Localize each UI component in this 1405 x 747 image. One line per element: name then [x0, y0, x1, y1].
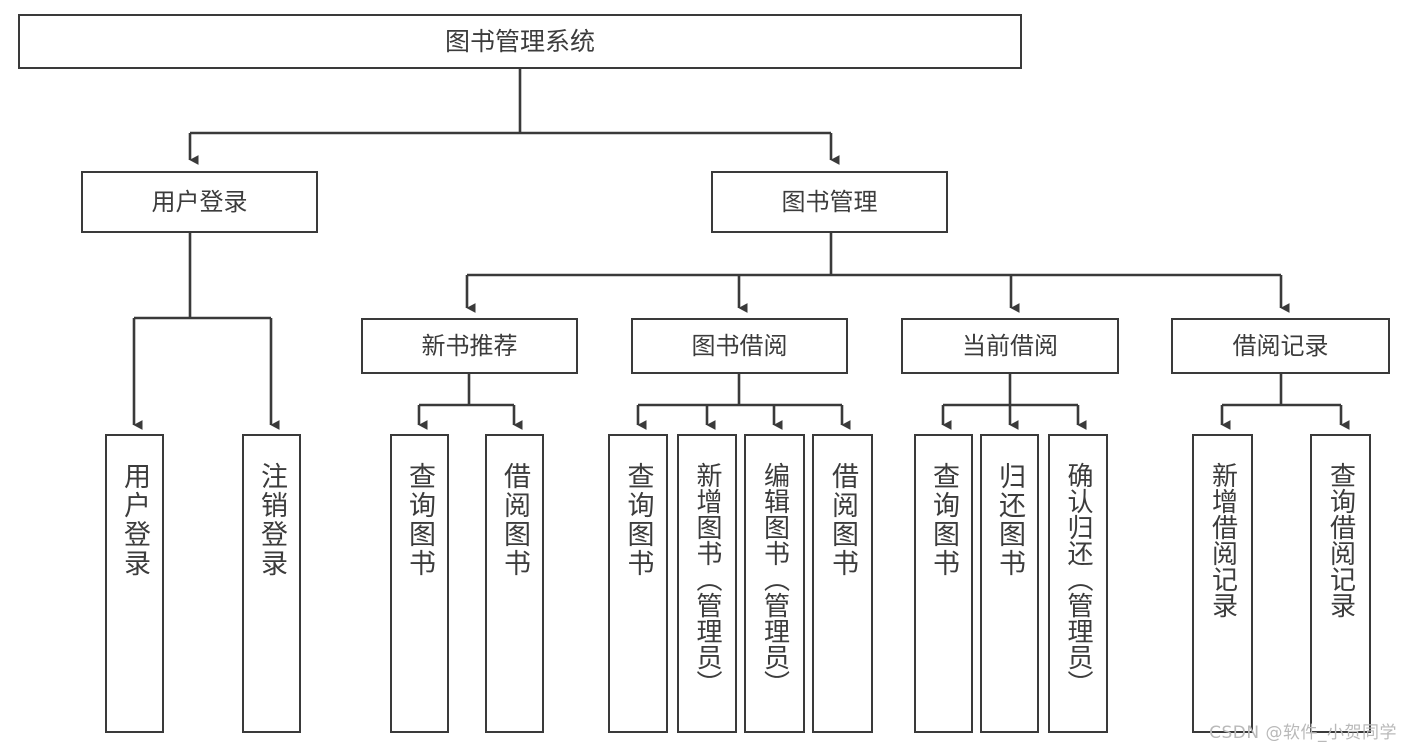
node-new-book-recommend[interactable]: 新书推荐 [361, 318, 578, 374]
node-label: 图书管理系统 [444, 26, 595, 56]
node-label: 查询图书 [928, 462, 959, 578]
node-root-system[interactable]: 图书管理系统 [18, 14, 1022, 69]
node-label: 用户登录 [151, 187, 248, 216]
node-label: 图书管理 [781, 187, 878, 216]
node-label: 当前借阅 [962, 331, 1058, 360]
node-label: 新增图书（管理员） [692, 462, 722, 696]
node-label: 注销登录 [256, 462, 287, 578]
node-leaf-borrow-book-1[interactable]: 借阅图书 [485, 434, 544, 733]
node-label: 确认归还（管理员） [1063, 462, 1093, 696]
node-label: 查询图书 [622, 462, 654, 578]
node-leaf-query-record[interactable]: 查询借阅记录 [1310, 434, 1371, 733]
node-borrow-record[interactable]: 借阅记录 [1171, 318, 1390, 374]
node-leaf-user-login[interactable]: 用户登录 [105, 434, 164, 733]
node-current-borrow[interactable]: 当前借阅 [901, 318, 1119, 374]
node-book-management[interactable]: 图书管理 [711, 171, 948, 233]
node-label: 借阅记录 [1232, 331, 1329, 360]
node-label: 新增借阅记录 [1207, 462, 1238, 618]
node-leaf-add-book[interactable]: 新增图书（管理员） [677, 434, 737, 733]
node-leaf-edit-book[interactable]: 编辑图书（管理员） [744, 434, 805, 733]
node-label: 借阅图书 [499, 462, 530, 578]
node-label: 图书借阅 [691, 331, 788, 360]
node-label: 查询借阅记录 [1325, 462, 1356, 618]
node-leaf-return-book[interactable]: 归还图书 [980, 434, 1039, 733]
node-label: 查询图书 [404, 462, 435, 578]
node-leaf-logout[interactable]: 注销登录 [242, 434, 301, 733]
node-leaf-confirm-return[interactable]: 确认归还（管理员） [1048, 434, 1108, 733]
node-leaf-borrow-book-2[interactable]: 借阅图书 [812, 434, 873, 733]
node-leaf-add-record[interactable]: 新增借阅记录 [1192, 434, 1253, 733]
node-leaf-query-book-3[interactable]: 查询图书 [914, 434, 973, 733]
node-book-borrow[interactable]: 图书借阅 [631, 318, 848, 374]
node-label: 新书推荐 [421, 331, 518, 360]
node-leaf-query-book-2[interactable]: 查询图书 [608, 434, 668, 733]
node-label: 编辑图书（管理员） [759, 462, 790, 696]
node-user-login[interactable]: 用户登录 [81, 171, 318, 233]
node-label: 归还图书 [994, 462, 1025, 578]
node-leaf-query-book-1[interactable]: 查询图书 [390, 434, 449, 733]
node-label: 借阅图书 [827, 462, 858, 578]
node-label: 用户登录 [119, 462, 150, 578]
